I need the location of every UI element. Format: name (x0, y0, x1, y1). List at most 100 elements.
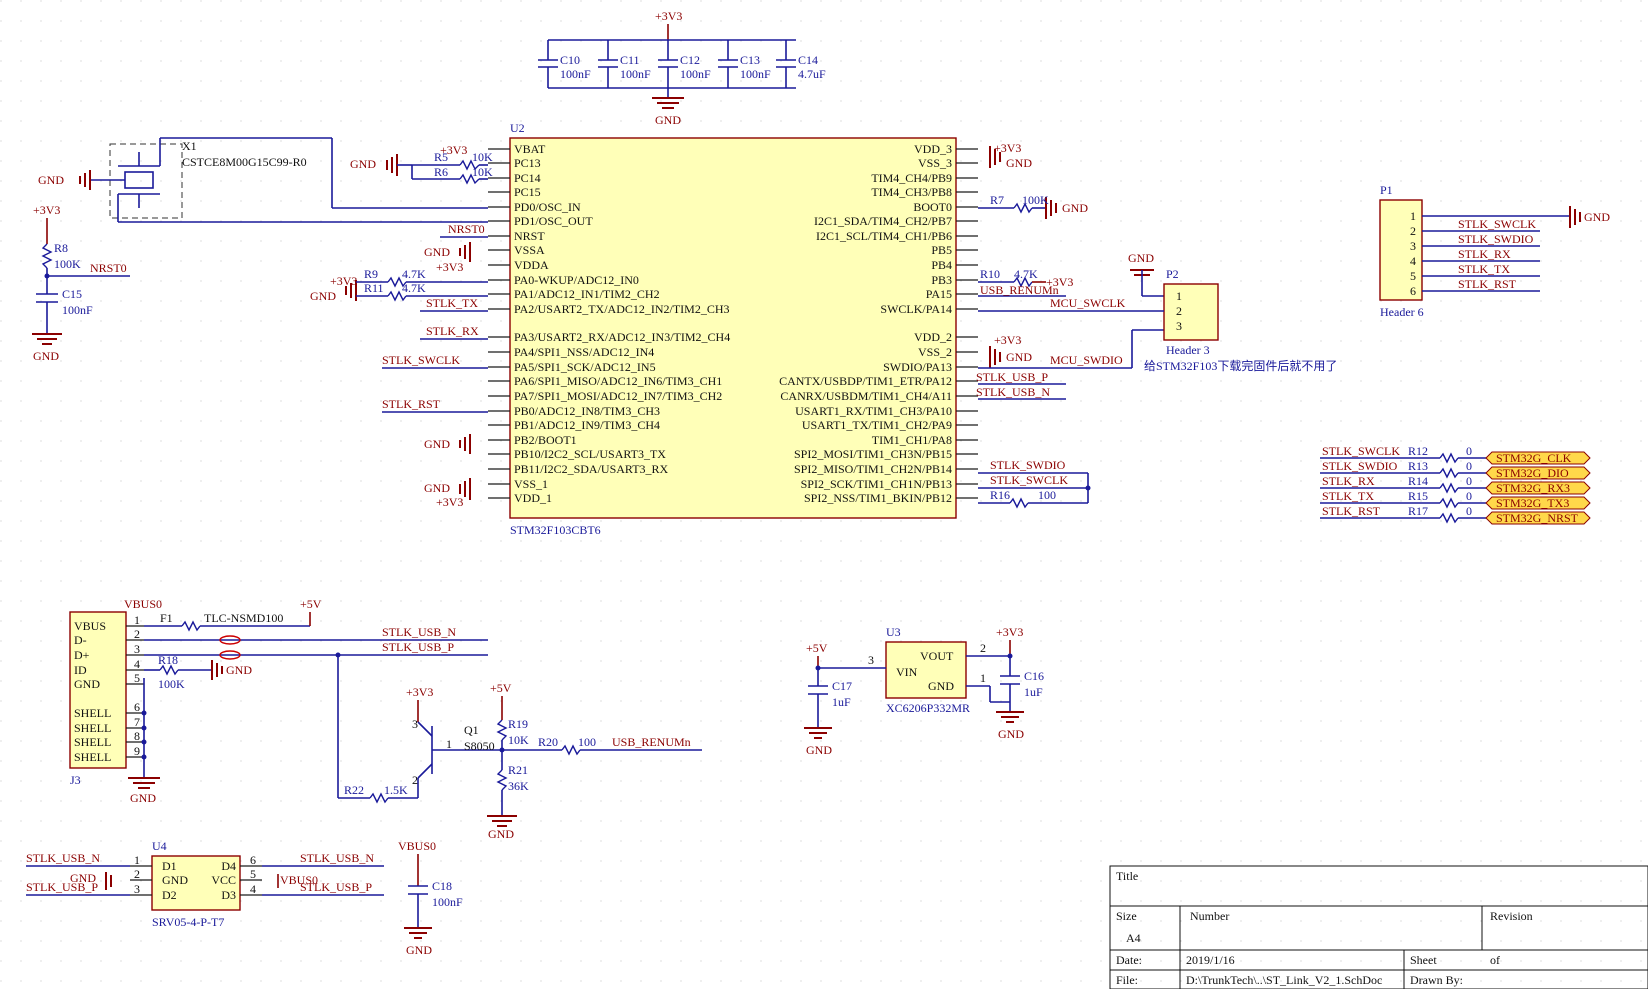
tb-sheet: Sheet (1410, 953, 1437, 967)
r6-ref: R6 (434, 165, 448, 179)
stm32g-res-val: 0 (1466, 489, 1472, 503)
q1-renum-circuit: R22 1.5K +3V3 3 2 1 Q1 S8050 +5V R19 10K… (337, 655, 702, 841)
reset-network: +3V3 NRST0 R8 100K C15 100nF GND (32, 203, 130, 363)
r6-val: 10K (472, 165, 493, 179)
c18-power: VBUS0 (398, 839, 436, 853)
r16-val: 100 (1038, 488, 1056, 502)
cap-val: 100nF (680, 67, 711, 81)
u2-left-pin-label: PC14 (514, 171, 541, 185)
u4-right-pin-label: VCC (211, 873, 236, 887)
p1-net-label: STLK_RX (1458, 247, 1511, 261)
r21-val: 36K (508, 779, 529, 793)
u2-left-pin-label: PA1/ADC12_IN1/TIM2_CH2 (514, 287, 660, 301)
u2-left-pin-label: VBAT (514, 142, 546, 156)
j3-pin-num: 8 (134, 729, 140, 743)
u4-usb-p-right: STLK_USB_P (300, 880, 372, 894)
cap-ref: C11 (620, 53, 640, 67)
u2-right-pin-label: SWCLK/PA14 (880, 302, 952, 316)
u3-part: XC6206P332MR (886, 701, 970, 715)
u2-body (509, 137, 957, 519)
ldo-u3: U3 VIN VOUT GND XC6206P332MR +5V 3 C17 1… (804, 625, 1044, 757)
j3-pin-num: 9 (134, 744, 140, 758)
u4-right-pin-label: D4 (221, 859, 236, 873)
j3-pin-num: 6 (134, 700, 140, 714)
r5r6-gnd: GND (350, 157, 376, 171)
u2-right-pin-label: TIM4_CH3/PB8 (871, 185, 952, 199)
p1-net-label: STLK_SWCLK (1458, 217, 1536, 231)
u4-right-pin-num: 6 (250, 853, 256, 867)
r11-val: 4.7K (402, 281, 426, 295)
stm32g-res-val: 0 (1466, 504, 1472, 518)
stm32g-port-label: STM32G_RX3 (1496, 481, 1570, 495)
r20-ref: R20 (538, 735, 558, 749)
u2-right-pin-label: BOOT0 (913, 200, 952, 214)
q1-pin2: 2 (412, 773, 418, 787)
r10-power: +3V3 (1046, 275, 1073, 289)
u2-left-pin-label: PA0-WKUP/ADC12_IN0 (514, 273, 639, 287)
stm32g-port-shape (1485, 466, 1591, 480)
u2-mcu: U2 STM32F103CBT6 VBATPC13PC14PC15PD0/OSC… (488, 121, 978, 537)
u2-right-pin-label: I2C1_SCL/TIM4_CH1/PB6 (816, 229, 952, 243)
nrst0-net-u2: NRST0 (448, 222, 485, 236)
p1-net-label: STLK_SWDIO (1458, 232, 1534, 246)
p1-pin-num: 6 (1410, 284, 1416, 298)
u2-right-pin-label: PA15 (926, 287, 952, 301)
x1-part: CSTCE8M00G15C99-R0 (182, 155, 307, 169)
u2-left-pin-label: NRST (514, 229, 545, 243)
q1-pin1: 1 (446, 737, 452, 751)
cap-val: 100nF (620, 67, 651, 81)
r10-ref: R10 (980, 267, 1000, 281)
stm32g-res-val: 0 (1466, 459, 1472, 473)
j3-pin-label: SHELL (74, 721, 111, 735)
r18-gnd: GND (226, 663, 252, 677)
p1-net-label: STLK_RST (1458, 277, 1517, 291)
r16-ref: R16 (990, 488, 1010, 502)
stm32g-port-shape (1485, 496, 1591, 510)
u3-pin3: 3 (868, 653, 874, 667)
top-gnd-symbol (652, 97, 684, 109)
j3-pin-label: D+ (74, 648, 90, 662)
crystal-outline (109, 143, 183, 219)
stm32g-net: STLK_RX (1322, 474, 1375, 488)
j3-pin-num: 1 (134, 613, 140, 627)
u2-left-pin-label: PB2/BOOT1 (514, 433, 577, 447)
u2-right-pin-label: PB4 (931, 258, 952, 272)
c17-ref: C17 (832, 679, 852, 693)
u2-right-pin-label: VDD_2 (914, 330, 952, 344)
cap-ref: C10 (560, 53, 580, 67)
u2-right-pin-label: VSS_3 (918, 156, 952, 170)
p1-part: Header 6 (1380, 305, 1424, 319)
stm32g-net: STLK_SWDIO (1322, 459, 1398, 473)
stlk-swclk-u2: STLK_SWCLK (990, 473, 1068, 487)
c18-gnd: GND (406, 943, 432, 957)
f1-val: TLC-NSMD100 (204, 611, 283, 625)
r19-ref: R19 (508, 717, 528, 731)
c15-gnd-label: GND (33, 349, 59, 363)
q1-ref: Q1 (464, 723, 479, 737)
boot1-gnd: GND (424, 437, 450, 451)
u2-left-pin-label: PD1/OSC_OUT (514, 214, 593, 228)
p1-pin-num: 5 (1410, 269, 1416, 283)
r21-ref: R21 (508, 763, 528, 777)
stlk-tx-net: STLK_TX (426, 296, 478, 310)
stm32g-port-shape (1485, 511, 1591, 525)
q1-pin3: 3 (412, 717, 418, 731)
stm32g-port-label: STM32G_DIO (1496, 466, 1569, 480)
stlk-usb-n-u2: STLK_USB_N (976, 385, 1050, 399)
stm32g-net: STLK_TX (1322, 489, 1374, 503)
u2-right-pin-label: SPI2_MOSI/TIM1_CH3N/PB15 (794, 447, 952, 461)
stm32g-port-shape (1485, 451, 1591, 465)
vss3-gnd: GND (1006, 156, 1032, 170)
u4-left-pin-num: 3 (134, 882, 140, 896)
stm32g-res-val: 0 (1466, 444, 1472, 458)
u2-left-pin-label: PA3/USART2_RX/ADC12_IN3/TIM2_CH4 (514, 330, 730, 344)
mcu-swclk-net: MCU_SWCLK (1050, 296, 1126, 310)
j3-pin-label: GND (74, 677, 100, 691)
vss2-gnd: GND (1006, 350, 1032, 364)
